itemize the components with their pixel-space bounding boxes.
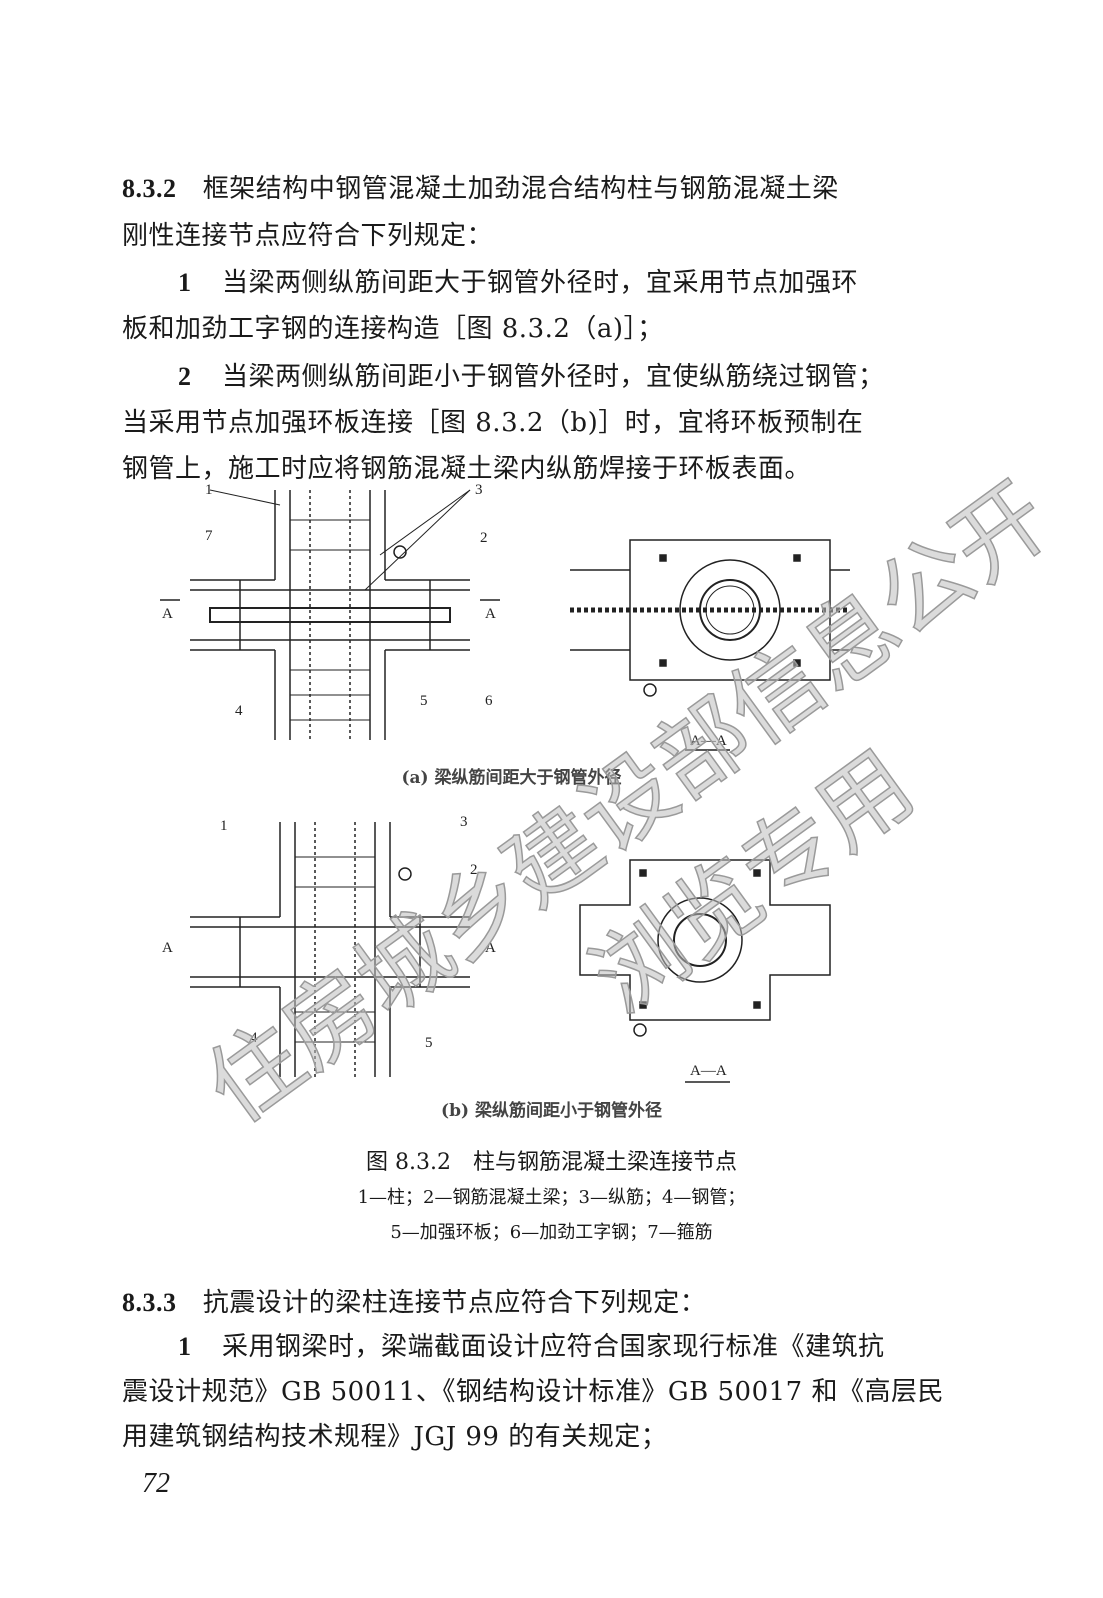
callout-1: 1 (220, 818, 228, 834)
section-number: 8.3.2 (122, 174, 177, 203)
figure-legend: 1—柱；2—钢筋混凝土梁；3—纵筋；4—钢管； (357, 1187, 746, 1208)
paragraph-text: 采用钢梁时，梁端截面设计应符合国家现行标准《建筑抗 (222, 1332, 885, 1362)
cut-label: A (162, 606, 173, 622)
callout-5: 5 (420, 693, 428, 709)
section-label: A—A (690, 733, 727, 749)
callout-3: 3 (475, 482, 483, 498)
figure-caption-a: (a) 梁纵筋间距大于钢管外径 (401, 768, 622, 788)
cut-label: A (485, 940, 496, 956)
paragraph-text: 震设计规范》GB 50011、《钢结构设计标准》GB 50017 和《高层民 (122, 1377, 944, 1407)
figure-a-section: A—A (570, 539, 850, 751)
page-number: 72 (142, 1468, 170, 1499)
paragraph-text: 钢管上，施工时应将钢筋混凝土梁内纵筋焊接于环板表面。 (122, 454, 812, 484)
item-number: 2 (178, 362, 192, 391)
cut-label: A (162, 940, 173, 956)
callout-1: 1 (205, 482, 213, 498)
callout-5: 5 (425, 1035, 433, 1051)
callout-2: 2 (480, 530, 488, 546)
paragraph-text: 板和加劲工字钢的连接构造［图 8.3.2（a)］； (122, 314, 664, 344)
figure-a-elevation: 1 2 3 4 5 6 7 A A (160, 482, 500, 740)
cut-label: A (485, 606, 496, 622)
callout-6: 6 (485, 693, 493, 709)
paragraph-text: 当梁两侧纵筋间距小于钢管外径时，宜使纵筋绕过钢管； (222, 362, 885, 392)
callout-2: 2 (470, 862, 478, 878)
paragraph-text: 刚性连接节点应符合下列规定： (122, 221, 494, 251)
paragraph-text: 当采用节点加强环板连接［图 8.3.2（b)］时，宜将环板预制在 (122, 408, 864, 438)
figure-legend: 5—加强环板；6—加劲工字钢；7—箍筋 (390, 1222, 713, 1243)
paragraph-text: 当梁两侧纵筋间距大于钢管外径时，宜采用节点加强环 (222, 268, 859, 298)
figure-b-elevation: 1 2 3 4 5 A A (162, 814, 496, 1077)
callout-7: 7 (205, 528, 213, 544)
paragraph-text: 框架结构中钢管混凝土加劲混合结构柱与钢筋混凝土梁 (202, 174, 839, 204)
callout-3: 3 (460, 814, 468, 830)
figure-caption-b: (b) 梁纵筋间距小于钢管外径 (441, 1101, 662, 1121)
figure-b-section: A—A (579, 859, 831, 1083)
figure-title: 图 8.3.2 柱与钢筋混凝土梁连接节点 (366, 1150, 737, 1175)
item-number: 1 (178, 268, 192, 297)
section-label: A—A (690, 1063, 727, 1079)
paragraph-text: 抗震设计的梁柱连接节点应符合下列规定： (202, 1288, 707, 1318)
paragraph-text: 用建筑钢结构技术规程》JGJ 99 的有关规定； (122, 1422, 668, 1452)
callout-4: 4 (235, 703, 243, 719)
item-number: 1 (178, 1332, 192, 1361)
section-number: 8.3.3 (122, 1288, 177, 1317)
callout-4: 4 (250, 1030, 258, 1046)
